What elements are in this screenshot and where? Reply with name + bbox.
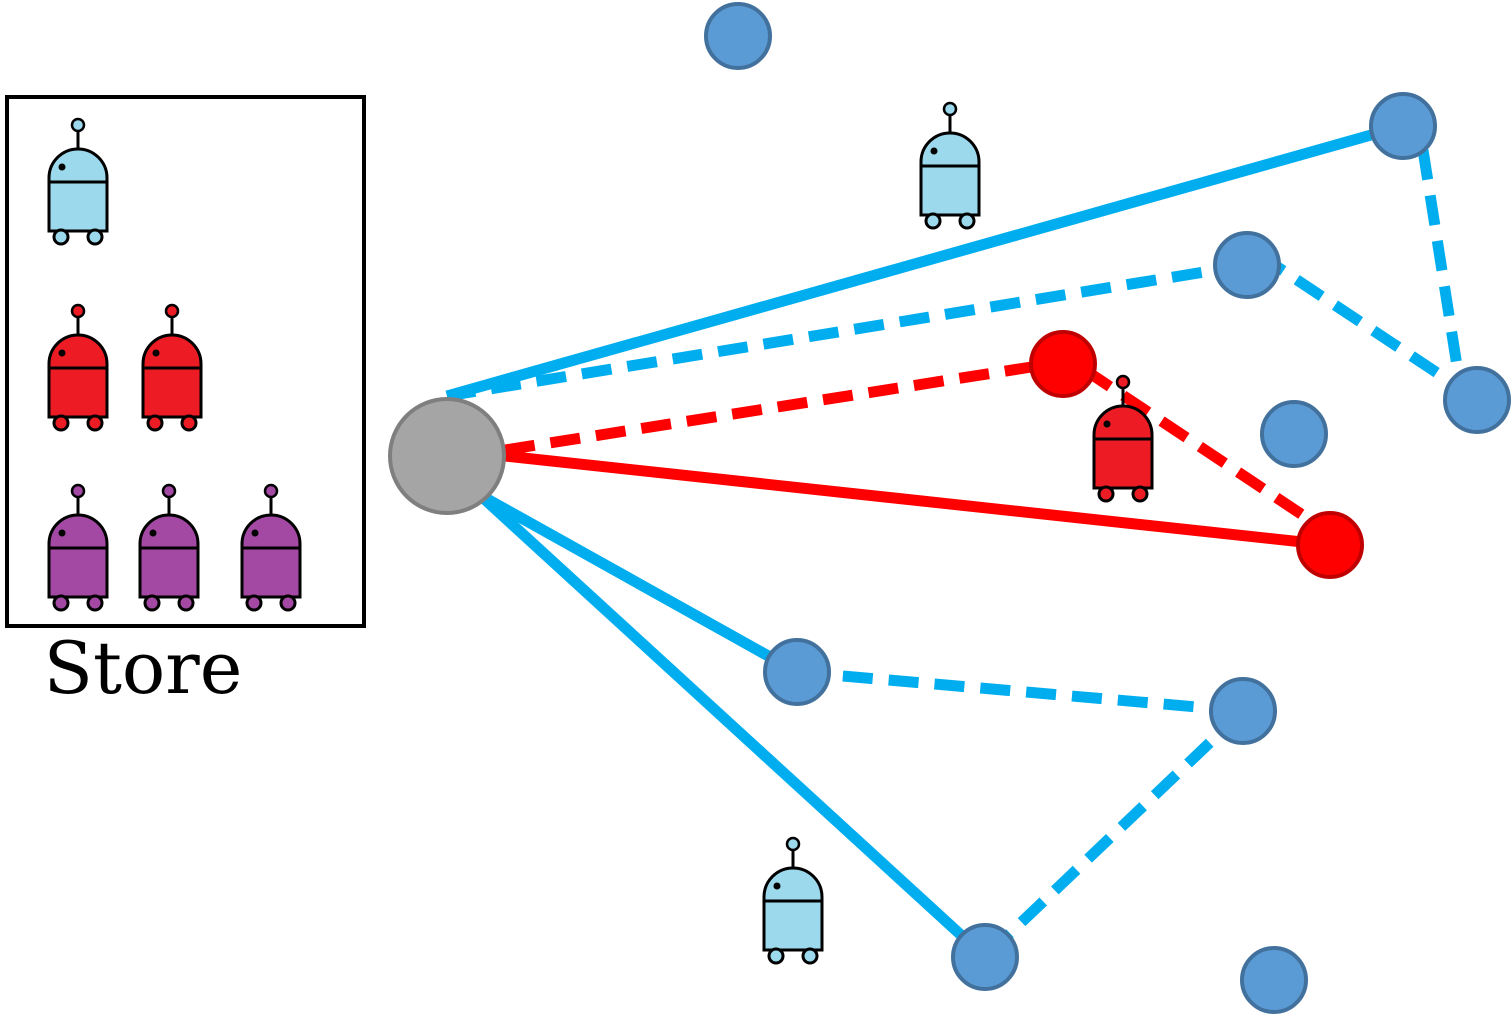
customer-node — [1209, 677, 1277, 745]
route-edge — [476, 490, 989, 962]
customer-node — [704, 2, 772, 70]
customer-node — [1240, 946, 1308, 1014]
store: Store — [5, 95, 366, 710]
customer-node — [1260, 400, 1328, 468]
robot-icon — [1092, 374, 1154, 503]
route-edge — [796, 666, 1244, 717]
routes — [445, 120, 1479, 962]
customer-node — [951, 923, 1019, 991]
customer-node — [1443, 366, 1511, 434]
store-label: Store — [44, 626, 243, 710]
customer-node — [763, 638, 831, 706]
route-edge — [504, 356, 1064, 456]
depot-node — [388, 397, 506, 515]
robot-icon — [762, 836, 824, 965]
nodes — [704, 2, 1511, 1014]
route-edge — [445, 120, 1405, 402]
customer-node — [1029, 330, 1097, 398]
route-edge — [981, 707, 1247, 961]
customer-node — [1369, 92, 1437, 160]
route-edge — [1417, 149, 1466, 386]
robot-icon — [919, 101, 981, 230]
route-edge — [1266, 257, 1479, 403]
customer-node — [1296, 511, 1364, 579]
route-edge — [1081, 365, 1329, 535]
route-edge — [504, 450, 1331, 551]
field-robots — [762, 101, 1154, 965]
customer-node — [1213, 231, 1281, 299]
route-edge — [477, 490, 800, 677]
